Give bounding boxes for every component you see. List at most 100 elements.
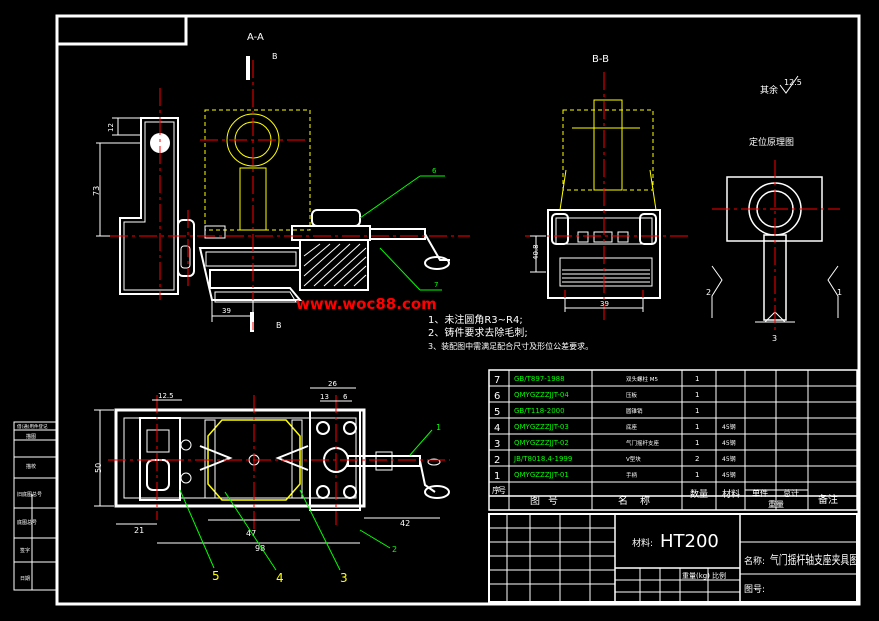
note-2: 2、铸件要求去除毛刺; bbox=[428, 326, 528, 339]
bom-mat: 45钢 bbox=[722, 423, 736, 431]
balloon-3: 3 bbox=[340, 571, 348, 585]
dim-39a: 39 bbox=[222, 307, 231, 315]
roughness-prefix: 其余 bbox=[760, 84, 778, 96]
top-view: 12.5 26 13 6 50 47 98 21 42 1 2 3 4 5 bbox=[94, 380, 450, 585]
dim-98: 98 bbox=[255, 544, 265, 553]
bom-header-total: 总计 bbox=[783, 488, 799, 498]
bom-name: V型块 bbox=[626, 455, 641, 463]
watermark: www.woc88.com bbox=[296, 295, 437, 313]
balloon-1: 1 bbox=[436, 423, 441, 432]
bom-header-qty: 数量 bbox=[690, 488, 708, 500]
dim-21: 21 bbox=[134, 526, 144, 535]
dim-47: 47 bbox=[246, 529, 256, 538]
dim-26: 26 bbox=[328, 380, 337, 388]
bom-name: 压板 bbox=[626, 391, 638, 399]
bom-no: 5 bbox=[494, 407, 500, 418]
dim-6: 6 bbox=[343, 393, 348, 401]
dim-13: 13 bbox=[320, 393, 329, 401]
dim-50: 50 bbox=[94, 463, 103, 473]
bom-no: 3 bbox=[494, 439, 500, 450]
bom-row: 6 QMYGZZZJJT-04 压板 1 bbox=[494, 391, 699, 402]
bom-name: 圆锥销 bbox=[626, 407, 643, 415]
principle-title: 定位原理图 bbox=[749, 136, 794, 148]
hatch-section-bb bbox=[562, 269, 650, 283]
dim-39b: 39 bbox=[600, 300, 609, 308]
stamp-label-4: 底图总号 bbox=[17, 519, 37, 526]
bom-qty: 1 bbox=[695, 375, 699, 383]
bom-code: JB/T8018.4-1999 bbox=[513, 455, 572, 463]
bom-header-mat: 材料 bbox=[722, 488, 740, 500]
material-value: HT200 bbox=[660, 531, 719, 552]
title-block-grid bbox=[489, 514, 740, 602]
bom-header-name: 名称 bbox=[618, 494, 662, 507]
dim-12-5: 12.5 bbox=[158, 392, 174, 400]
bom-qty: 1 bbox=[695, 423, 699, 431]
stamp-label-1: 描图 bbox=[26, 433, 36, 440]
scale-label: 比例 bbox=[712, 571, 726, 580]
bom-no: 4 bbox=[494, 423, 500, 434]
bom-qty: 1 bbox=[695, 471, 699, 479]
stamp-label-0: 借(通)用件登记 bbox=[17, 423, 48, 430]
tech-notes: 1、未注圆角R3~R4; 2、铸件要求去除毛刺; 3、装配图中需满足配合尺寸及形… bbox=[428, 313, 593, 351]
bom-row: 4 QMYGZZZJJT-03 底座 1 45钢 bbox=[494, 423, 736, 434]
stamp-label-6: 日期 bbox=[20, 576, 30, 582]
drawing-frame bbox=[55, 14, 861, 606]
cut-label-b-bottom: B bbox=[276, 321, 282, 330]
note-1: 1、未注圆角R3~R4; bbox=[428, 313, 523, 326]
roughness-value: 12.5 bbox=[784, 78, 802, 87]
bom-row: 1 QMYGZZZJJT-01 手柄 1 45钢 bbox=[494, 471, 736, 482]
roughness-symbol: 其余 12.5 bbox=[760, 75, 802, 96]
bom-row: 2 JB/T8018.4-1999 V型块 2 45钢 bbox=[494, 455, 736, 466]
balloon-5: 5 bbox=[212, 569, 220, 583]
bom-qty: 2 bbox=[695, 455, 699, 463]
stamp-label-2: 描校 bbox=[26, 463, 36, 470]
bom-code: QMYGZZZJJT-01 bbox=[514, 471, 569, 479]
left-stamp-table: 借(通)用件登记 描图 描校 旧底图总号 底图总号 签字 日期 bbox=[13, 421, 58, 591]
bom-mat: 45钢 bbox=[722, 455, 736, 463]
bom-name: 气门摇杆支座 bbox=[626, 439, 660, 447]
dim-12: 12 bbox=[107, 123, 115, 132]
stamp-label-5: 签字 bbox=[20, 547, 30, 554]
bom-mat: 45钢 bbox=[722, 439, 736, 447]
bom-name: 底座 bbox=[626, 423, 638, 431]
bom-header: 序号 图号 名称 数量 材料 单件 总计 重量 备注 bbox=[492, 485, 838, 509]
bom-no: 6 bbox=[494, 391, 500, 402]
dim-73: 73 bbox=[92, 186, 101, 196]
bom-header-single: 单件 bbox=[752, 488, 768, 498]
stamp-label-3: 旧底图总号 bbox=[17, 491, 42, 498]
balloon-2: 2 bbox=[392, 545, 397, 554]
principle-point-1: 1 bbox=[837, 288, 842, 297]
bom-table: 7 GB/T897-1988 双头螺柱 M5 1 6 QMYGZZZJJT-04… bbox=[488, 369, 858, 511]
note-3: 3、装配图中需满足配合尺寸及形位公差要求。 bbox=[428, 341, 593, 351]
bom-name: 手柄 bbox=[626, 471, 638, 479]
bom-code: QMYGZZZJJT-04 bbox=[514, 391, 569, 399]
material-label: 材料: bbox=[632, 537, 653, 549]
bom-name: 双头螺柱 M5 bbox=[626, 375, 658, 383]
principle-diagram: 定位原理图 2 1 3 bbox=[706, 136, 842, 343]
bom-mat: 45钢 bbox=[722, 471, 736, 479]
balloon-6: 6 bbox=[432, 167, 437, 175]
bom-qty: 1 bbox=[695, 391, 699, 399]
section-a-a-label: A-A bbox=[247, 32, 264, 43]
drawing-no-label: 图号: bbox=[744, 584, 765, 595]
bom-header-no: 序号 bbox=[492, 485, 506, 495]
bom-qty: 1 bbox=[695, 407, 699, 415]
balloon-4: 4 bbox=[276, 571, 284, 585]
balloon-7: 7 bbox=[434, 281, 438, 289]
bom-row: 3 QMYGZZZJJT-02 气门摇杆支座 1 45钢 bbox=[494, 439, 736, 450]
bom-no: 2 bbox=[494, 455, 500, 466]
bom-row: 7 GB/T897-1988 双头螺柱 M5 1 bbox=[494, 375, 699, 386]
principle-point-2: 2 bbox=[706, 288, 711, 297]
bom-no: 1 bbox=[494, 471, 500, 482]
bom-no: 7 bbox=[494, 375, 500, 386]
name-label: 名称: bbox=[744, 555, 765, 567]
cut-label-b-top: B bbox=[272, 52, 278, 61]
bom-code: QMYGZZZJJT-03 bbox=[514, 423, 569, 431]
bom-code: GB/T118-2000 bbox=[514, 407, 565, 415]
bom-header-weight: 重量 bbox=[768, 499, 784, 509]
bom-code: QMYGZZZJJT-02 bbox=[514, 439, 569, 447]
part-name: 气门摇杆轴支座夹具图 bbox=[770, 552, 858, 567]
bom-header-code: 图号 bbox=[530, 495, 566, 507]
weight-label: 重量(kg) bbox=[682, 572, 710, 580]
bom-header-remark: 备注 bbox=[818, 493, 838, 506]
